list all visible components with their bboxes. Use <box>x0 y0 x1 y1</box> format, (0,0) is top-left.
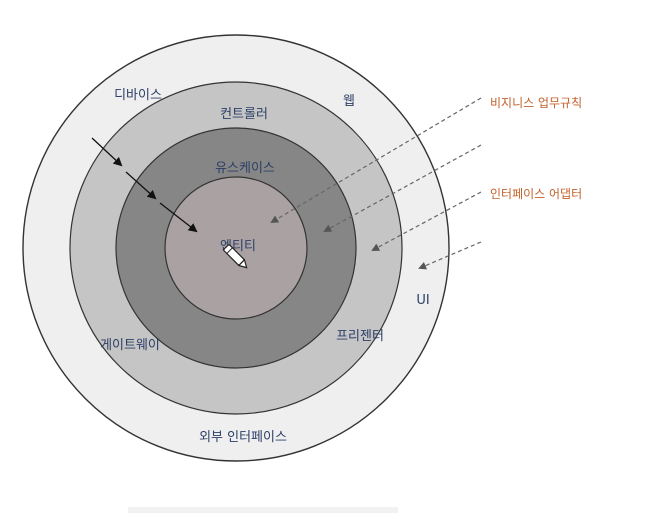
pen-cursor-icon <box>223 244 248 269</box>
dependency-arrow-outer <box>91 137 123 167</box>
presenter-label: 프리젠터 <box>336 329 384 344</box>
business-rules-annotation: 비지니스 업무규칙 <box>490 96 582 110</box>
ui-label: UI <box>416 293 429 308</box>
dashed-arrow-to-usecase <box>323 144 482 232</box>
dependency-arrow-inner <box>159 202 198 233</box>
gateway-label: 게이트웨이 <box>100 338 160 353</box>
web-label: 웹 <box>343 94 355 109</box>
dashed-arrow-to-entity <box>270 97 482 224</box>
outer-interface-label: 외부 인터페이스 <box>199 430 287 445</box>
usecase-label: 유스케이스 <box>215 161 275 176</box>
controller-label: 컨트롤러 <box>220 107 268 122</box>
bottom-scroll-hint <box>128 507 398 513</box>
dependency-arrow-middle <box>125 171 157 200</box>
interface-adapter-annotation: 인터페이스 어댑터 <box>490 187 582 201</box>
entity-ring <box>164 176 308 320</box>
device-label: 디바이스 <box>114 88 162 103</box>
